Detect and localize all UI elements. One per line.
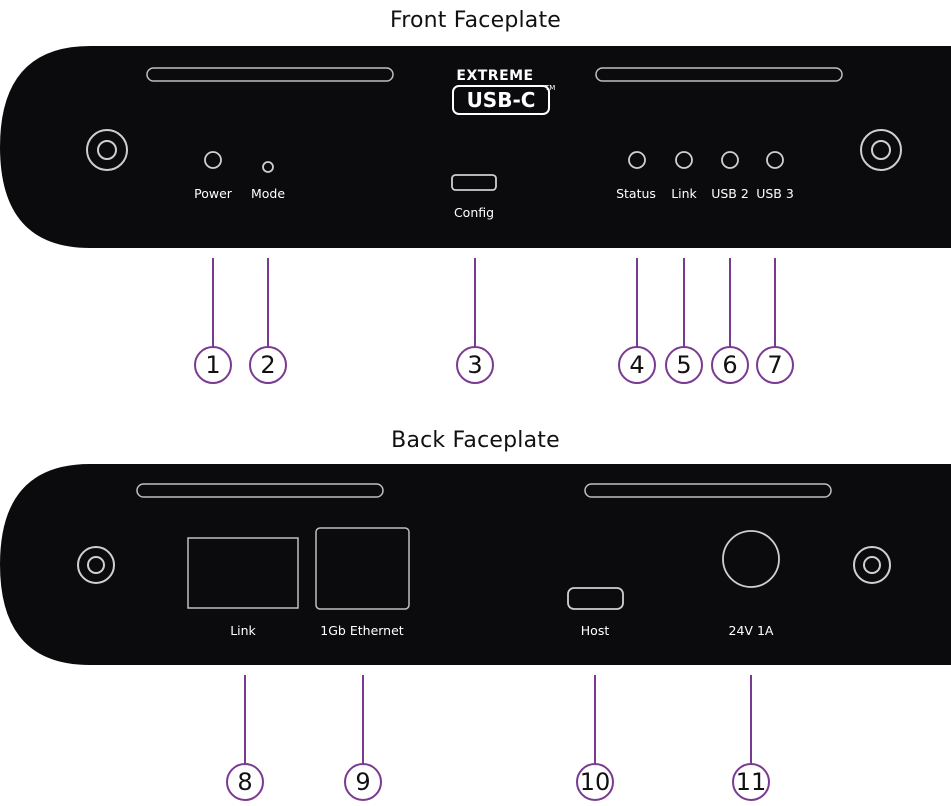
link-led [675, 151, 693, 169]
link-port-label: Link [230, 623, 256, 638]
callout-9: 9 [344, 763, 382, 801]
callout-1: 1 [194, 346, 232, 384]
status-label: Status [616, 186, 656, 201]
callout-11: 11 [732, 763, 770, 801]
usb3-label: USB 3 [756, 186, 794, 201]
callout-4: 4 [618, 346, 656, 384]
leader-line-7 [774, 258, 776, 347]
usb2-led [721, 151, 739, 169]
callout-10: 10 [576, 763, 614, 801]
logo-text-usb-c: USB-C [452, 85, 550, 115]
leader-line-4 [636, 258, 638, 347]
link-label: Link [671, 186, 697, 201]
leader-line-6 [729, 258, 731, 347]
leader-line-8 [244, 675, 246, 764]
power-label: Power [194, 186, 232, 201]
front-faceplate-title: Front Faceplate [389, 8, 562, 33]
back-screw-left [77, 546, 115, 584]
power-input-label: 24V 1A [728, 623, 774, 638]
back-chassis [0, 464, 951, 665]
front-slot-left [146, 67, 394, 82]
leader-line-1 [212, 258, 214, 347]
usb3-led [766, 151, 784, 169]
back-faceplate-title: Back Faceplate [391, 428, 560, 453]
logo-trademark: TM [545, 84, 556, 92]
back-faceplate-panel [0, 464, 951, 665]
link-sfp-port [187, 537, 299, 609]
callout-8: 8 [226, 763, 264, 801]
front-faceplate-panel [0, 46, 951, 248]
callout-2: 2 [249, 346, 287, 384]
front-chassis [0, 46, 951, 248]
leader-line-5 [683, 258, 685, 347]
mode-button [262, 161, 274, 173]
logo-text-extreme: EXTREME [456, 68, 534, 84]
callout-7: 7 [756, 346, 794, 384]
back-slot-right [584, 483, 832, 498]
back-screw-right [853, 546, 891, 584]
back-slot-left [136, 483, 384, 498]
extreme-usb-c-logo: EXTREME USB-C TM [432, 68, 558, 122]
callout-6: 6 [711, 346, 749, 384]
mode-label: Mode [250, 186, 286, 201]
leader-line-9 [362, 675, 364, 764]
status-led [628, 151, 646, 169]
front-slot-right [595, 67, 843, 82]
dc-power-jack [722, 530, 780, 588]
power-led [204, 151, 222, 169]
host-usb-c-port [567, 587, 624, 610]
ethernet-rj45-port [315, 527, 410, 610]
leader-line-10 [594, 675, 596, 764]
config-port [451, 174, 497, 191]
host-port-label: Host [580, 623, 610, 638]
usb2-label: USB 2 [711, 186, 749, 201]
front-screw-left [86, 129, 128, 171]
config-label: Config [453, 205, 495, 220]
front-screw-right [860, 129, 902, 171]
callout-3: 3 [456, 346, 494, 384]
leader-line-11 [750, 675, 752, 764]
callout-5: 5 [665, 346, 703, 384]
leader-line-3 [474, 258, 476, 347]
ethernet-port-label: 1Gb Ethernet [320, 623, 404, 638]
leader-line-2 [267, 258, 269, 347]
